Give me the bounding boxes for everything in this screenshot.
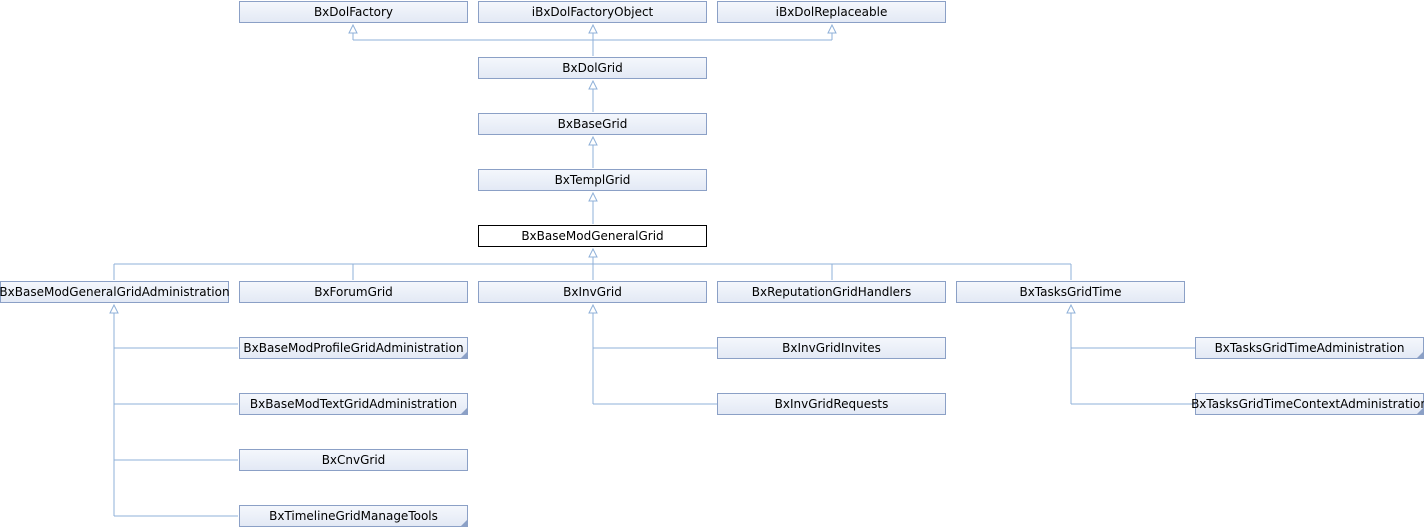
class-node-bxreputationgridhandlers[interactable]: BxReputationGridHandlers bbox=[717, 281, 946, 303]
class-node-bxtasksgridtimecontextadministration[interactable]: BxTasksGridTimeContextAdministration bbox=[1191, 393, 1424, 415]
class-node-bxbasemodgeneralgridadministration[interactable]: BxBaseModGeneralGridAdministration bbox=[0, 281, 230, 303]
class-node-bxtasksgridtime[interactable]: BxTasksGridTime bbox=[956, 281, 1185, 303]
class-node-bxdolfactory[interactable]: BxDolFactory bbox=[239, 1, 468, 23]
class-node-bxbasegrid[interactable]: BxBaseGrid bbox=[478, 113, 707, 135]
class-node-ibxdolreplaceable[interactable]: iBxDolReplaceable bbox=[717, 1, 946, 23]
class-node-bxinvgridinvites[interactable]: BxInvGridInvites bbox=[717, 337, 946, 359]
class-node-bxforumgrid[interactable]: BxForumGrid bbox=[239, 281, 468, 303]
class-node-bxtimelinegridmanagetools[interactable]: BxTimelineGridManageTools bbox=[239, 505, 468, 527]
class-node-bxinvgridrequests[interactable]: BxInvGridRequests bbox=[717, 393, 946, 415]
class-node-bxbasemodtextgridadministration[interactable]: BxBaseModTextGridAdministration bbox=[239, 393, 468, 415]
class-node-bxinvgrid[interactable]: BxInvGrid bbox=[478, 281, 707, 303]
class-node-bxbasemodgeneralgrid-current: BxBaseModGeneralGrid bbox=[478, 225, 707, 247]
class-node-bxtemplgrid[interactable]: BxTemplGrid bbox=[478, 169, 707, 191]
class-node-bxcnvgrid[interactable]: BxCnvGrid bbox=[239, 449, 468, 471]
class-node-bxbasemodprofilegridadministration[interactable]: BxBaseModProfileGridAdministration bbox=[239, 337, 468, 359]
class-node-bxtasksgridtimeadministration[interactable]: BxTasksGridTimeAdministration bbox=[1195, 337, 1424, 359]
class-node-bxdolgrid[interactable]: BxDolGrid bbox=[478, 57, 707, 79]
class-node-ibxdolfactoryobject[interactable]: iBxDolFactoryObject bbox=[478, 1, 707, 23]
